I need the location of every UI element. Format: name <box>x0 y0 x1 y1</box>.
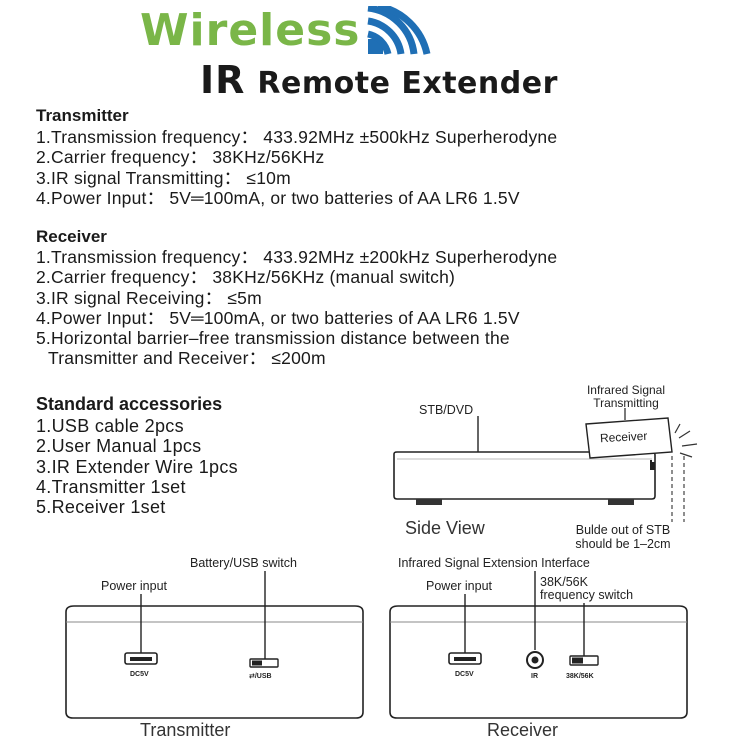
transmitter-switch-text: ⇄/USB <box>249 673 272 680</box>
title-main: IR Remote Extender <box>200 58 558 102</box>
transmitter-power-label: Power input <box>101 579 168 593</box>
list-item: 3.IR Extender Wire 1pcs <box>36 456 238 477</box>
receiver-box-label: Receiver <box>599 428 648 446</box>
bulge-measure <box>671 456 685 522</box>
list-item: 2.Carrier frequency： 38KHz/56KHz (manual… <box>36 267 456 288</box>
infrared-transmitting-label: Infrared Signal Transmitting <box>586 383 666 410</box>
receiver-power-label: Power input <box>426 579 493 593</box>
list-item: 2.Carrier frequency： 38KHz/56KHz <box>36 147 325 168</box>
wifi-signal-icon <box>367 6 431 55</box>
transmitter-spec-list: 1.Transmission frequency： 433.92MHz ±500… <box>36 127 557 208</box>
list-item: 1.Transmission frequency： 433.92MHz ±200… <box>36 247 558 267</box>
bulge-note: Bulde out of STB should be 1–2cm <box>575 523 671 551</box>
side-view-caption: Side View <box>405 518 485 538</box>
receiver-switch-text: 38K/56K <box>566 673 594 680</box>
list-item: 2.User Manual 1pcs <box>36 436 202 457</box>
list-item: 1.Transmission frequency： 433.92MHz ±500… <box>36 127 558 147</box>
frequency-switch-label: 38K/56K frequency switch <box>540 575 634 602</box>
list-item: 4.Transmitter 1set <box>36 476 186 497</box>
title-remote-extender: Remote Extender <box>257 66 558 101</box>
receiver-caption: Receiver <box>487 720 559 740</box>
stb-label: STB/DVD <box>419 403 474 417</box>
list-item: Transmitter and Receiver： ≤200m <box>48 348 326 369</box>
ir-rays-icon <box>674 423 698 458</box>
receiver-on-stb <box>585 408 673 470</box>
accessories-heading: Standard accessories <box>36 394 223 414</box>
list-item: 5.Horizontal barrier–free transmission d… <box>36 328 510 349</box>
list-item: 3.IR signal Transmitting： ≤10m <box>36 167 291 188</box>
list-item: 4.Power Input： 5V═100mA, or two batterie… <box>36 307 520 328</box>
receiver-spec-list: 1.Transmission frequency： 433.92MHz ±200… <box>36 247 557 369</box>
receiver-port-text: DC5V <box>455 671 474 678</box>
transmitter-caption: Transmitter <box>140 720 231 740</box>
transmitter-device <box>65 571 364 719</box>
ir-extension-interface-label: Infrared Signal Extension Interface <box>398 556 590 570</box>
title-wireless: Wireless <box>140 5 361 56</box>
list-item: 5.Receiver 1set <box>36 497 166 518</box>
battery-usb-switch-label: Battery/USB switch <box>190 556 297 570</box>
title-ir: IR <box>200 58 246 102</box>
receiver-ir-text: IR <box>531 673 538 680</box>
list-item: 3.IR signal Receiving： ≤5m <box>36 287 262 308</box>
receiver-device <box>389 571 688 719</box>
transmitter-port-text: DC5V <box>130 671 149 678</box>
receiver-heading: Receiver <box>36 227 107 246</box>
accessories-list: 1.USB cable 2pcs 2.User Manual 1pcs 3.IR… <box>36 416 238 517</box>
title-row: Wireless <box>140 4 440 58</box>
transmitter-heading: Transmitter <box>36 106 129 125</box>
stb-box <box>393 416 656 505</box>
list-item: 4.Power Input： 5V═100mA, or two batterie… <box>36 187 520 208</box>
list-item: 1.USB cable 2pcs <box>36 416 184 436</box>
